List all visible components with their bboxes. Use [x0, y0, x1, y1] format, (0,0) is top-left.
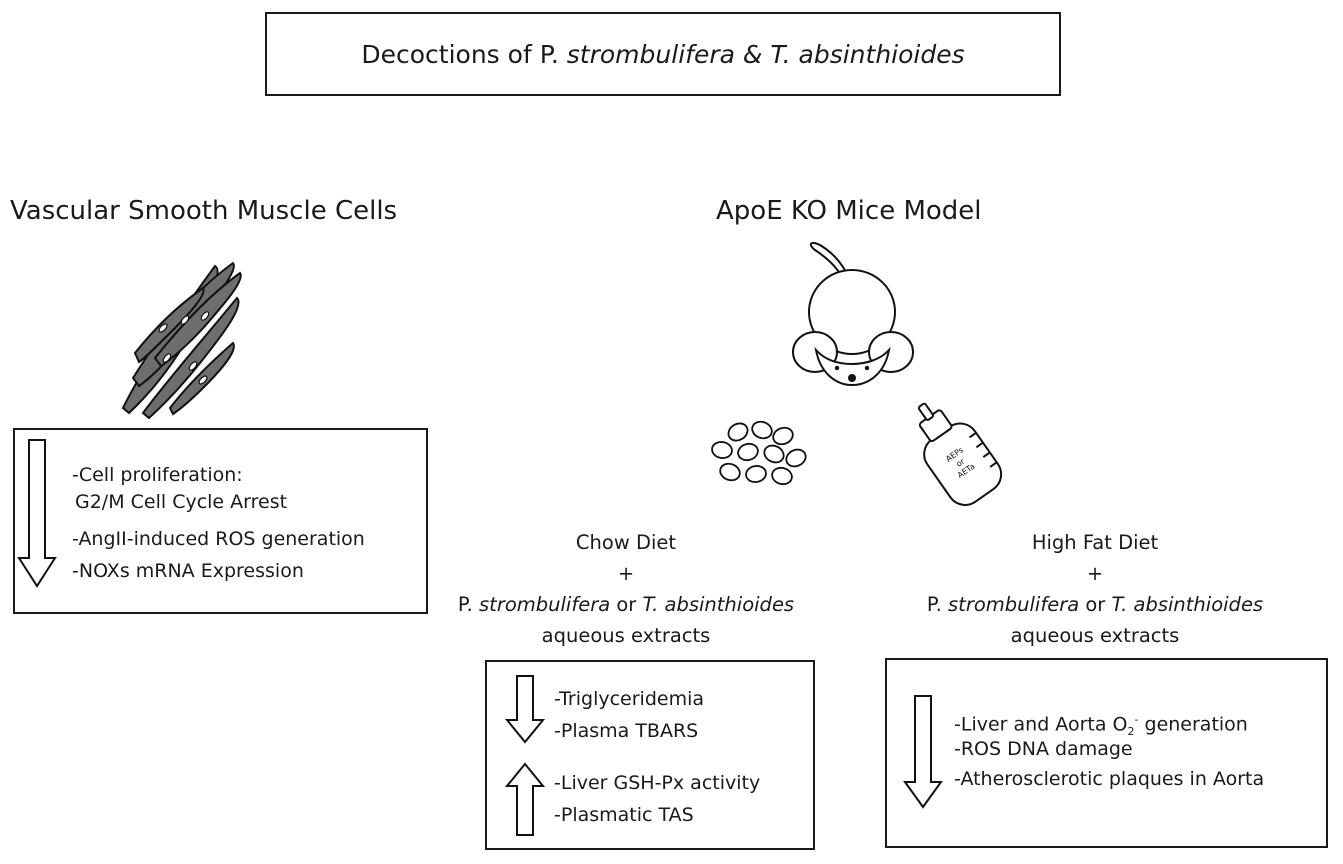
smooth-muscle-cells-icon	[121, 261, 242, 420]
vsmc-effect-1: -Cell proliferation:	[72, 464, 243, 486]
bottle-icon: AEPs or AETa	[917, 402, 1003, 506]
hfd-effect-3: -Atherosclerotic plaques in Aorta	[954, 768, 1265, 790]
chow-extract-suffix: aqueous extracts	[541, 624, 711, 647]
down-arrow-icon	[504, 675, 546, 744]
hfd-extract-suffix: aqueous extracts	[1010, 624, 1180, 647]
hfd-extract: P. strombulifera or T. absinthioides	[926, 593, 1264, 616]
down-arrow-icon	[17, 439, 57, 588]
hfd-effect-1: -Liver and Aorta O2- generation	[954, 713, 1248, 739]
title-box: Decoctions of P. strombulifera & T. absi…	[265, 12, 1061, 96]
chow-effect-up-1: -Liver GSH-Px activity	[554, 772, 761, 794]
food-pellets-icon	[711, 420, 807, 486]
title-text: Decoctions of P. strombulifera & T. absi…	[361, 39, 965, 69]
chow-effect-down-1: -Triglyceridemia	[554, 688, 705, 710]
chow-effect-down-2: -Plasma TBARS	[554, 720, 699, 742]
vsmc-effect-1-detail: G2/M Cell Cycle Arrest	[75, 491, 288, 513]
chow-diet-label: Chow Diet	[575, 531, 677, 554]
chow-effect-up-2: -Plasmatic TAS	[554, 804, 694, 826]
hfd-label: High Fat Diet	[1031, 531, 1159, 554]
hfd-plus: +	[1086, 562, 1104, 585]
hfd-block: High Fat Diet + P. strombulifera or T. a…	[895, 527, 1295, 651]
hfd-effect-2: -ROS DNA damage	[954, 738, 1133, 760]
chow-effects-box: -Triglyceridemia -Plasma TBARS -Liver GS…	[485, 660, 815, 850]
hfd-effects-box: -Liver and Aorta O2- generation -ROS DNA…	[885, 658, 1328, 848]
down-arrow-icon	[903, 695, 943, 809]
mouse-icon	[792, 241, 914, 387]
vsmc-effect-3: -NOXs mRNA Expression	[72, 560, 304, 582]
chow-extract: P. strombulifera or T. absinthioides	[457, 593, 795, 616]
vsmc-heading: Vascular Smooth Muscle Cells	[10, 196, 398, 226]
vsmc-effect-2: -AngII-induced ROS generation	[72, 528, 365, 550]
mice-heading: ApoE KO Mice Model	[716, 196, 982, 226]
chow-diet-block: Chow Diet + P. strombulifera or T. absin…	[426, 527, 826, 651]
vsmc-effects-box: -Cell proliferation: G2/M Cell Cycle Arr…	[13, 428, 428, 614]
up-arrow-icon	[504, 762, 546, 836]
chow-plus: +	[617, 562, 635, 585]
